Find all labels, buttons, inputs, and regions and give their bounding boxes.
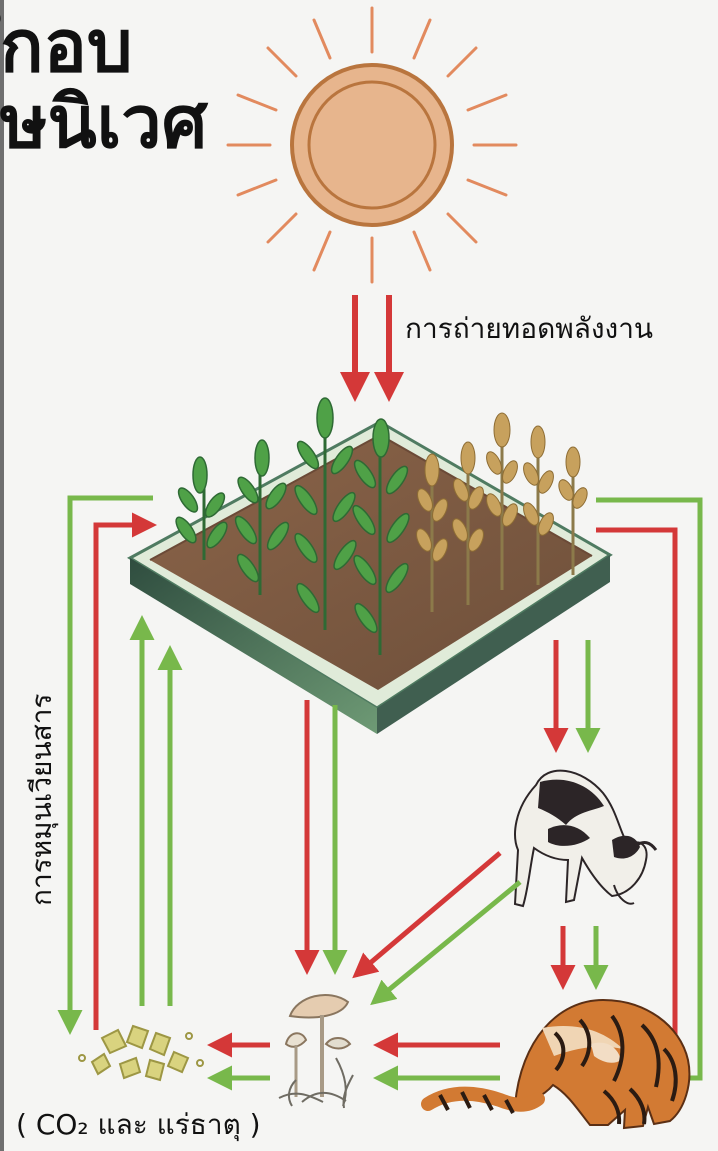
decomposer-mineral-arrows	[212, 1045, 270, 1078]
sun-icon	[228, 8, 516, 282]
tiger-icon	[428, 1000, 689, 1128]
plant-field-icon	[130, 398, 610, 734]
tiger-decomposer-arrows	[378, 1045, 500, 1078]
mineral-particles-icon	[79, 1026, 203, 1080]
cow-tiger-arrows	[563, 926, 596, 985]
plant-cow-arrows	[556, 640, 588, 748]
cow-decomposer-arrows	[356, 853, 520, 1002]
mineral-label: ( CO₂ และ แร่ธาตุ )	[16, 1108, 261, 1142]
right-cycle-arrows	[596, 500, 700, 1078]
energy-transfer-arrows	[355, 295, 389, 396]
energy-transfer-label: การถ่ายทอดพลังงาน	[405, 312, 653, 346]
plant-decomposer-arrows	[307, 700, 335, 970]
mushroom-decomposer-icon	[279, 995, 353, 1108]
matter-cycling-label: การหมุนเวียนสาร	[22, 674, 62, 906]
cow-icon	[515, 771, 656, 906]
